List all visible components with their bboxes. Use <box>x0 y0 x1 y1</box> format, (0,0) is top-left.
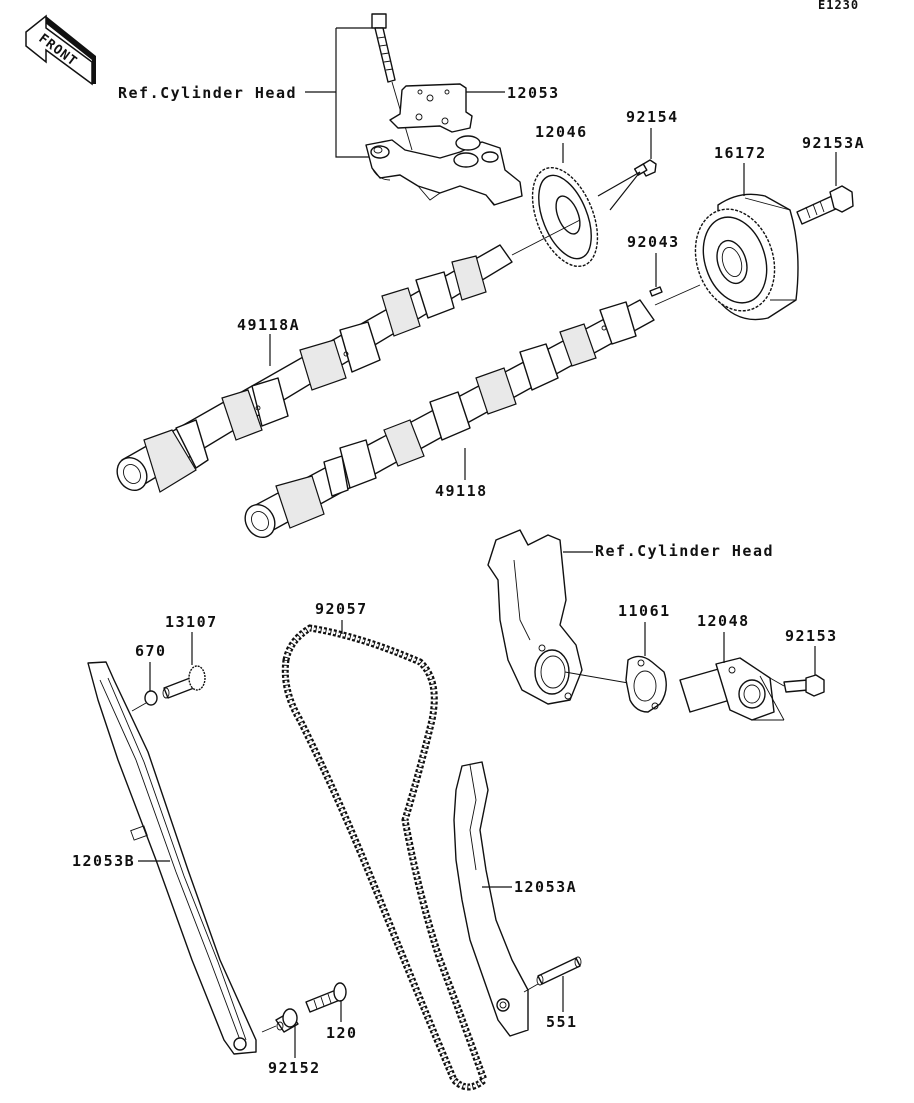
camshaft-holder <box>365 135 523 206</box>
label-ref-cylinder-head-top: Ref.Cylinder Head <box>118 84 297 102</box>
label-92043: 92043 <box>627 233 680 251</box>
part-92057-cam-chain: 92057 <box>281 600 489 1091</box>
part-11061-gasket: 11061 <box>618 602 671 713</box>
label-92057: 92057 <box>315 600 368 618</box>
label-49118A: 49118A <box>237 316 300 334</box>
part-92152-collar: 92152 <box>261 1008 321 1077</box>
part-12048-chain-tensioner: 12048 <box>679 612 785 721</box>
part-16172-valve-timing-actuator: 16172 <box>694 144 799 321</box>
part-12046-camshaft-sprocket: 12046 <box>531 123 599 268</box>
label-12053A: 12053A <box>514 878 577 896</box>
label-92153A: 92153A <box>802 134 865 152</box>
part-92154-sprocket-bolt: 92154 <box>597 108 679 211</box>
label-12053: 12053 <box>507 84 560 102</box>
part-12053-chain-guide-bracket: 12053 <box>389 83 560 133</box>
part-120-guide-bolt: 120 <box>305 982 358 1042</box>
label-92152: 92152 <box>268 1059 321 1077</box>
label-92153: 92153 <box>785 627 838 645</box>
part-551-guide-pin: 551 <box>523 956 582 1031</box>
label-551: 551 <box>546 1013 578 1031</box>
part-12053A-chain-guide: 12053A <box>453 761 577 1037</box>
diagram-code: E1230 <box>818 0 859 12</box>
label-49118: 49118 <box>435 482 488 500</box>
ref-cylinder-head-top-callout: Ref.Cylinder Head <box>118 27 372 158</box>
camshaft-holder-bolt <box>371 13 413 151</box>
label-16172: 16172 <box>714 144 767 162</box>
label-12048: 12048 <box>697 612 750 630</box>
label-12053B: 12053B <box>72 852 135 870</box>
part-12053B-chain-guide: 12053B <box>72 661 257 1055</box>
part-92043-dowel-pin: 92043 <box>627 233 701 306</box>
part-92153-tensioner-bolt: 92153 <box>769 627 838 697</box>
part-13107-guide-pivot-bolt: 13107 <box>162 613 218 699</box>
label-ref-cylinder-head-right: Ref.Cylinder Head <box>595 542 774 560</box>
part-670-o-ring: 670 <box>131 642 167 712</box>
label-120: 120 <box>326 1024 358 1042</box>
label-670: 670 <box>135 642 167 660</box>
part-92153A-actuator-bolt: 92153A <box>796 134 865 225</box>
label-11061: 11061 <box>618 602 671 620</box>
part-49118-camshaft: 49118 <box>244 299 655 539</box>
label-92154: 92154 <box>626 108 679 126</box>
front-arrow-icon: FRONT <box>25 14 96 86</box>
label-13107: 13107 <box>165 613 218 631</box>
label-12046: 12046 <box>535 123 588 141</box>
ref-cylinder-head-right: Ref.Cylinder Head <box>487 529 774 705</box>
part-49118A-camshaft: 49118A <box>116 219 581 493</box>
